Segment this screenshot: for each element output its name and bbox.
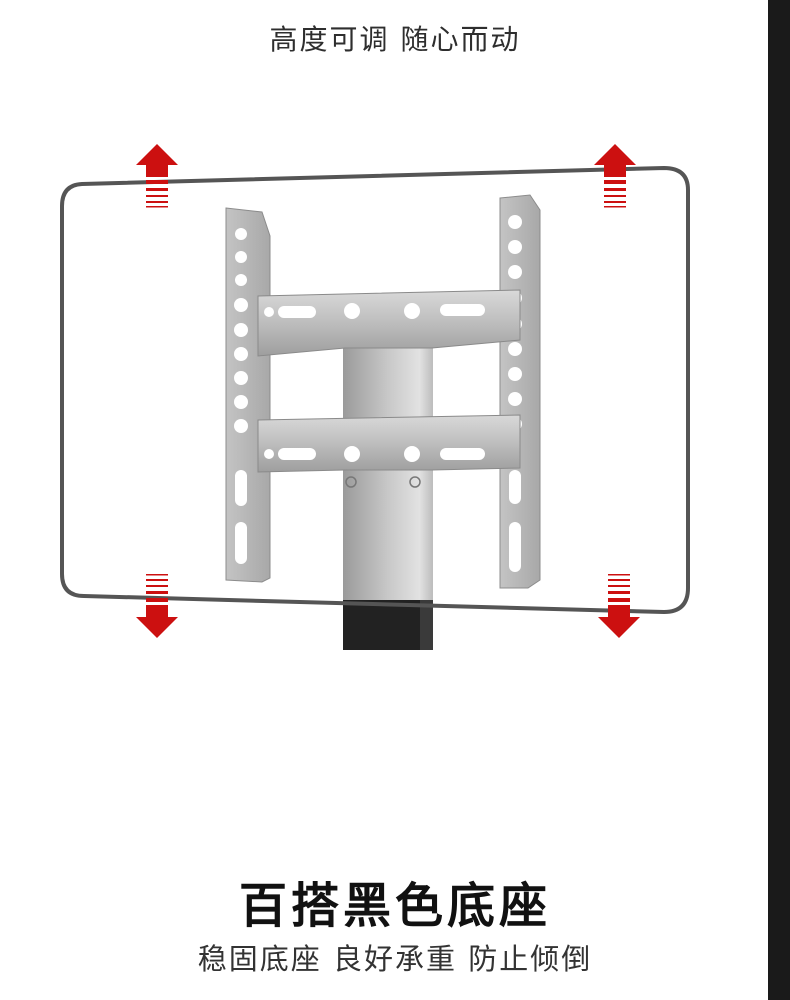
top-caption: 高度可调 随心而动	[269, 23, 521, 56]
arrow-up-icon	[594, 144, 636, 208]
feature-title: 百搭黑色底座	[238, 878, 551, 934]
feature-subtitle: 稳固底座 良好承重 防止倾倒	[197, 942, 593, 976]
left-vertical-plate	[225, 207, 271, 583]
top-horizontal-rail	[257, 289, 521, 357]
tv-frame-outline	[60, 165, 690, 615]
arrow-up-icon	[136, 144, 178, 208]
tv-mount-illustration	[60, 144, 690, 650]
right-edge-bar	[768, 0, 790, 1000]
pole	[343, 300, 433, 650]
right-vertical-plate	[499, 194, 541, 589]
arrow-down-icon	[598, 574, 640, 638]
bottom-horizontal-rail	[257, 414, 521, 473]
arrow-down-icon	[136, 574, 178, 638]
